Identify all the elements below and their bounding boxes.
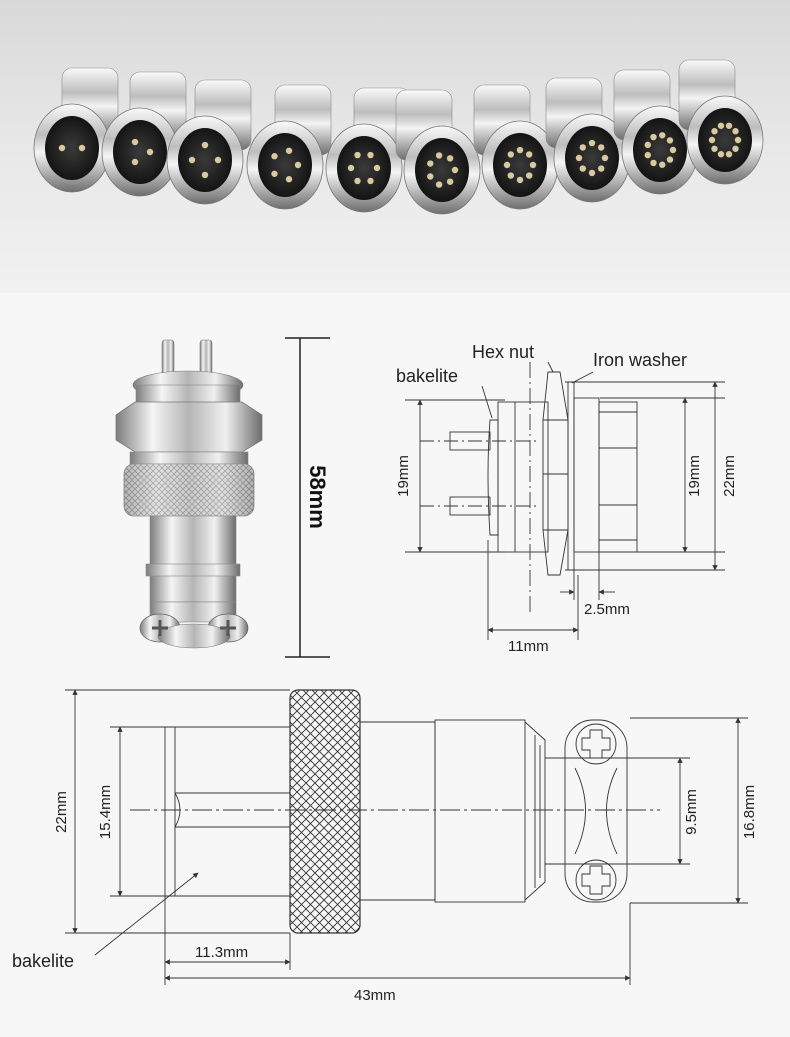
side-profile-labels: Hex nut Iron washer bakelite 19mm 19mm 2… xyxy=(395,342,738,655)
dim-43mm: 43mm xyxy=(354,987,396,1004)
connector-lineup-photo xyxy=(0,0,790,293)
dim-19mm-left: 19mm xyxy=(395,455,412,497)
dim-16-8mm: 16.8mm xyxy=(741,785,758,839)
connector-photo-4 xyxy=(246,84,332,210)
dim-58mm: 58mm xyxy=(305,465,330,529)
connector-photo-5 xyxy=(325,87,411,213)
connector-photo-2 xyxy=(101,71,187,197)
connector-photo-9 xyxy=(613,69,699,195)
label-iron-washer: Iron washer xyxy=(593,350,687,370)
connector-lineup-illustration xyxy=(33,59,764,215)
label-hex-nut: Hex nut xyxy=(472,342,534,362)
connector-photo-10 xyxy=(678,59,764,185)
dim-11-3mm: 11.3mm xyxy=(195,944,248,961)
height-dimension: 58mm xyxy=(285,337,330,658)
label-bakelite-plug: bakelite xyxy=(12,951,74,971)
connector-photo-1 xyxy=(33,67,119,193)
connector-photo-7 xyxy=(473,84,559,210)
side-profile-drawing xyxy=(405,361,725,640)
dim-22mm-right: 22mm xyxy=(721,455,738,497)
connector-photo-3 xyxy=(166,79,252,205)
dim-15-4mm: 15.4mm xyxy=(97,785,114,839)
dim-19mm-right: 19mm xyxy=(686,455,703,497)
dim-9-5mm: 9.5mm xyxy=(683,789,700,835)
label-bakelite-side: bakelite xyxy=(396,366,458,386)
dim-11mm: 11mm xyxy=(508,638,549,655)
connector-photo-8 xyxy=(545,77,631,203)
dim-22mm-plug: 22mm xyxy=(53,791,70,833)
assembled-connector-photo xyxy=(115,339,263,649)
plug-drawing xyxy=(65,689,748,985)
dim-2-5mm: 2.5mm xyxy=(584,601,630,618)
plug-labels: 22mm 15.4mm 9.5mm 16.8mm 11.3mm 43mm bak… xyxy=(12,785,758,1004)
connector-photo-6 xyxy=(395,89,481,215)
